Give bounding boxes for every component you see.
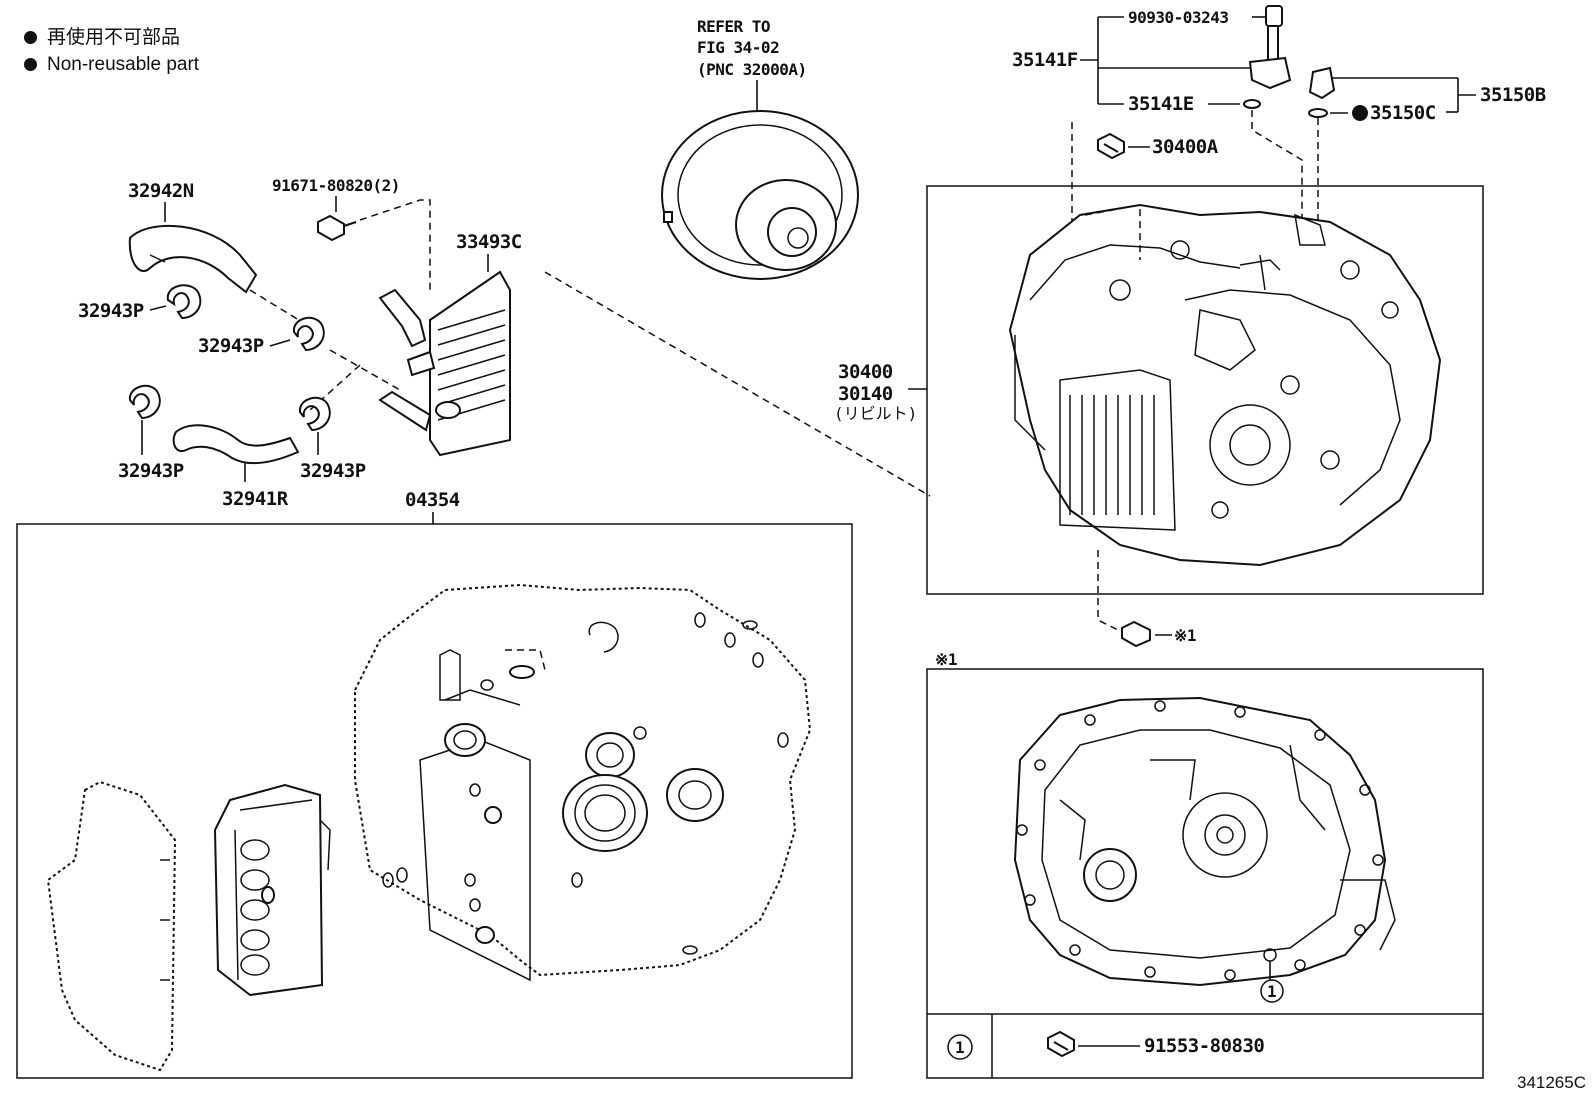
legend-row-en: Non-reusable part [24, 51, 199, 78]
label-30400: 30400 [838, 361, 893, 383]
torque-converter: REFER TO FIG 34-02 (PNC 32000A) [661, 17, 859, 280]
label-32942N: 32942N [128, 180, 194, 202]
label-35141E: 35141E [1128, 93, 1194, 115]
label-91553-80830: 91553-80830 [1144, 1035, 1264, 1057]
refer-line-2: FIG 34-02 [697, 38, 779, 57]
label-30400A: 30400A [1152, 136, 1219, 158]
legend-jp-text: 再使用不可部品 [47, 27, 181, 48]
filled-dot-icon [24, 31, 37, 44]
legend-en-text: Non-reusable part [47, 54, 200, 75]
gasket-kit-box: 04354 [16, 489, 853, 1079]
non-reusable-dot-icon [1352, 105, 1368, 121]
speed-sensor-group: 90930-03243 35141F 35141E 35150B 35150C [1012, 5, 1546, 225]
table-circle-1 [947, 1034, 973, 1060]
label-note-1: ※1 [1174, 626, 1196, 645]
table-number-1: 1 [955, 1038, 964, 1057]
label-04354: 04354 [405, 489, 460, 511]
label-91671-80820: 91671-80820(2) [272, 176, 400, 195]
clamp-a [166, 284, 202, 320]
label-rebuilt: (リビルト) [834, 404, 917, 423]
label-32941R: 32941R [222, 488, 289, 510]
label-35141F: 35141F [1012, 49, 1078, 71]
label-33493C: 33493C [456, 231, 522, 253]
label-32943P-d: 32943P [300, 460, 366, 482]
callout-circle-1 [1260, 979, 1284, 1003]
legend: 再使用不可部品 Non-reusable part [24, 24, 199, 78]
note-1-box: ※1 [926, 650, 1484, 1079]
bolt-note-1: ※1 [1097, 550, 1197, 648]
clamp-d [298, 396, 331, 432]
callout-number-1: 1 [1267, 982, 1276, 1001]
filled-dot-icon [24, 58, 37, 71]
label-35150B: 35150B [1480, 84, 1546, 106]
label-30140: 30140 [838, 383, 893, 405]
transaxle-assembly: 30400 30140 (リビルト) [834, 185, 1484, 595]
label-35150C: 35150C [1370, 102, 1436, 124]
label-note-1-box: ※1 [935, 650, 957, 669]
oil-cooler-group: 32942N 91671-80820(2) 33493C 32943P 3294 [78, 176, 931, 510]
refer-line-3: (PNC 32000A) [697, 60, 807, 79]
case-small-holes [382, 612, 789, 955]
figure-id: 341265C [1516, 1073, 1586, 1092]
label-32943P-a: 32943P [78, 300, 144, 322]
label-32943P-b: 32943P [198, 335, 264, 357]
clamp-c [128, 384, 161, 420]
label-32943P-c: 32943P [118, 460, 184, 482]
clamp-b [292, 316, 325, 352]
label-90930-03243: 90930-03243 [1128, 8, 1228, 27]
legend-row-jp: 再使用不可部品 [24, 24, 199, 51]
refer-line-1: REFER TO [697, 17, 770, 36]
